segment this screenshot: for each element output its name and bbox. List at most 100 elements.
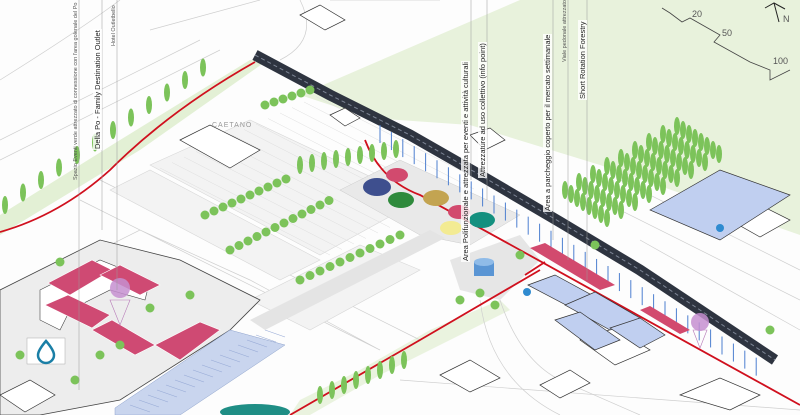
tree	[668, 165, 674, 183]
tree	[670, 149, 676, 167]
solar-roof-buildings	[527, 169, 791, 351]
tree	[335, 257, 345, 267]
tree	[690, 145, 696, 163]
roof-stripe	[165, 384, 187, 393]
tree	[70, 375, 80, 385]
tree	[628, 173, 634, 191]
tree	[15, 350, 25, 360]
roof-stripe	[147, 394, 169, 403]
event-circle	[469, 212, 495, 228]
tree	[245, 190, 255, 200]
tree	[678, 137, 684, 155]
sports-courts	[44, 259, 221, 361]
parking-stripe	[159, 167, 331, 256]
tree	[329, 381, 335, 399]
tree	[682, 157, 688, 175]
tree	[646, 185, 652, 203]
tree	[604, 157, 610, 175]
tree	[594, 185, 600, 203]
tree	[624, 153, 630, 171]
tree	[684, 141, 690, 159]
tree	[95, 350, 105, 360]
trees	[2, 58, 775, 404]
label-outlet: Della Po - Family Destination Outlet	[93, 29, 102, 150]
event-circle	[423, 190, 449, 206]
roof-stripe	[255, 334, 277, 343]
tree	[676, 153, 682, 171]
tree	[696, 149, 702, 167]
tree	[209, 206, 219, 216]
tree	[164, 83, 170, 102]
tree	[278, 94, 288, 104]
tree	[254, 186, 264, 196]
tree	[455, 295, 465, 305]
tree	[279, 218, 289, 228]
tree	[325, 262, 335, 271]
tree	[389, 356, 395, 374]
water-tower	[474, 258, 494, 276]
north-arrow-icon	[764, 2, 786, 23]
tree	[305, 85, 315, 95]
tree	[616, 165, 622, 183]
tree	[515, 250, 525, 260]
drop-logo-icon	[36, 339, 56, 365]
tree	[333, 150, 339, 168]
tree	[622, 169, 628, 187]
tree	[306, 205, 316, 214]
tree	[375, 239, 385, 249]
roof-stripe	[174, 379, 196, 388]
tree	[660, 125, 666, 143]
tree	[369, 144, 375, 162]
event-circle	[386, 168, 408, 182]
tree	[74, 146, 80, 164]
station-plaza	[450, 235, 540, 300]
tree	[608, 177, 614, 195]
tree	[614, 181, 620, 199]
tree	[234, 241, 244, 250]
tree	[345, 148, 351, 166]
tree	[626, 189, 632, 207]
tree	[642, 165, 648, 183]
roof-stripe	[129, 404, 151, 413]
tree	[365, 366, 371, 384]
tree	[590, 165, 596, 183]
tree	[145, 303, 155, 313]
tree	[321, 152, 327, 170]
label-multifunctional-area: Area Polifunzionale e attrezzata per eve…	[461, 61, 470, 262]
tree	[56, 158, 62, 177]
event-circle	[388, 192, 414, 208]
north-label: N	[783, 14, 790, 24]
tree	[357, 146, 363, 164]
tree	[702, 153, 708, 171]
tree	[345, 253, 355, 262]
tree	[281, 174, 291, 184]
tree	[218, 202, 228, 212]
roof-stripe	[228, 349, 250, 358]
tree	[490, 300, 500, 310]
tree	[381, 142, 387, 160]
tree	[324, 196, 334, 205]
event-circle	[440, 221, 462, 235]
tree	[305, 271, 315, 280]
tree	[261, 227, 271, 237]
tree	[664, 145, 670, 163]
tree	[377, 361, 383, 379]
tree	[225, 245, 235, 255]
roof-stripe	[156, 389, 178, 398]
tree	[598, 205, 604, 223]
tree	[385, 235, 395, 244]
tree	[309, 154, 315, 172]
scale-bar	[661, 7, 791, 81]
roof-stripe	[138, 399, 160, 408]
tree	[582, 177, 588, 195]
tree	[252, 232, 262, 241]
tree	[115, 340, 125, 350]
tree	[650, 153, 656, 171]
tree	[658, 141, 664, 159]
tree	[38, 171, 44, 189]
tree	[586, 197, 592, 215]
pond	[220, 404, 290, 415]
tree	[686, 125, 692, 143]
tree	[401, 351, 407, 369]
roof-stripe	[246, 339, 268, 348]
